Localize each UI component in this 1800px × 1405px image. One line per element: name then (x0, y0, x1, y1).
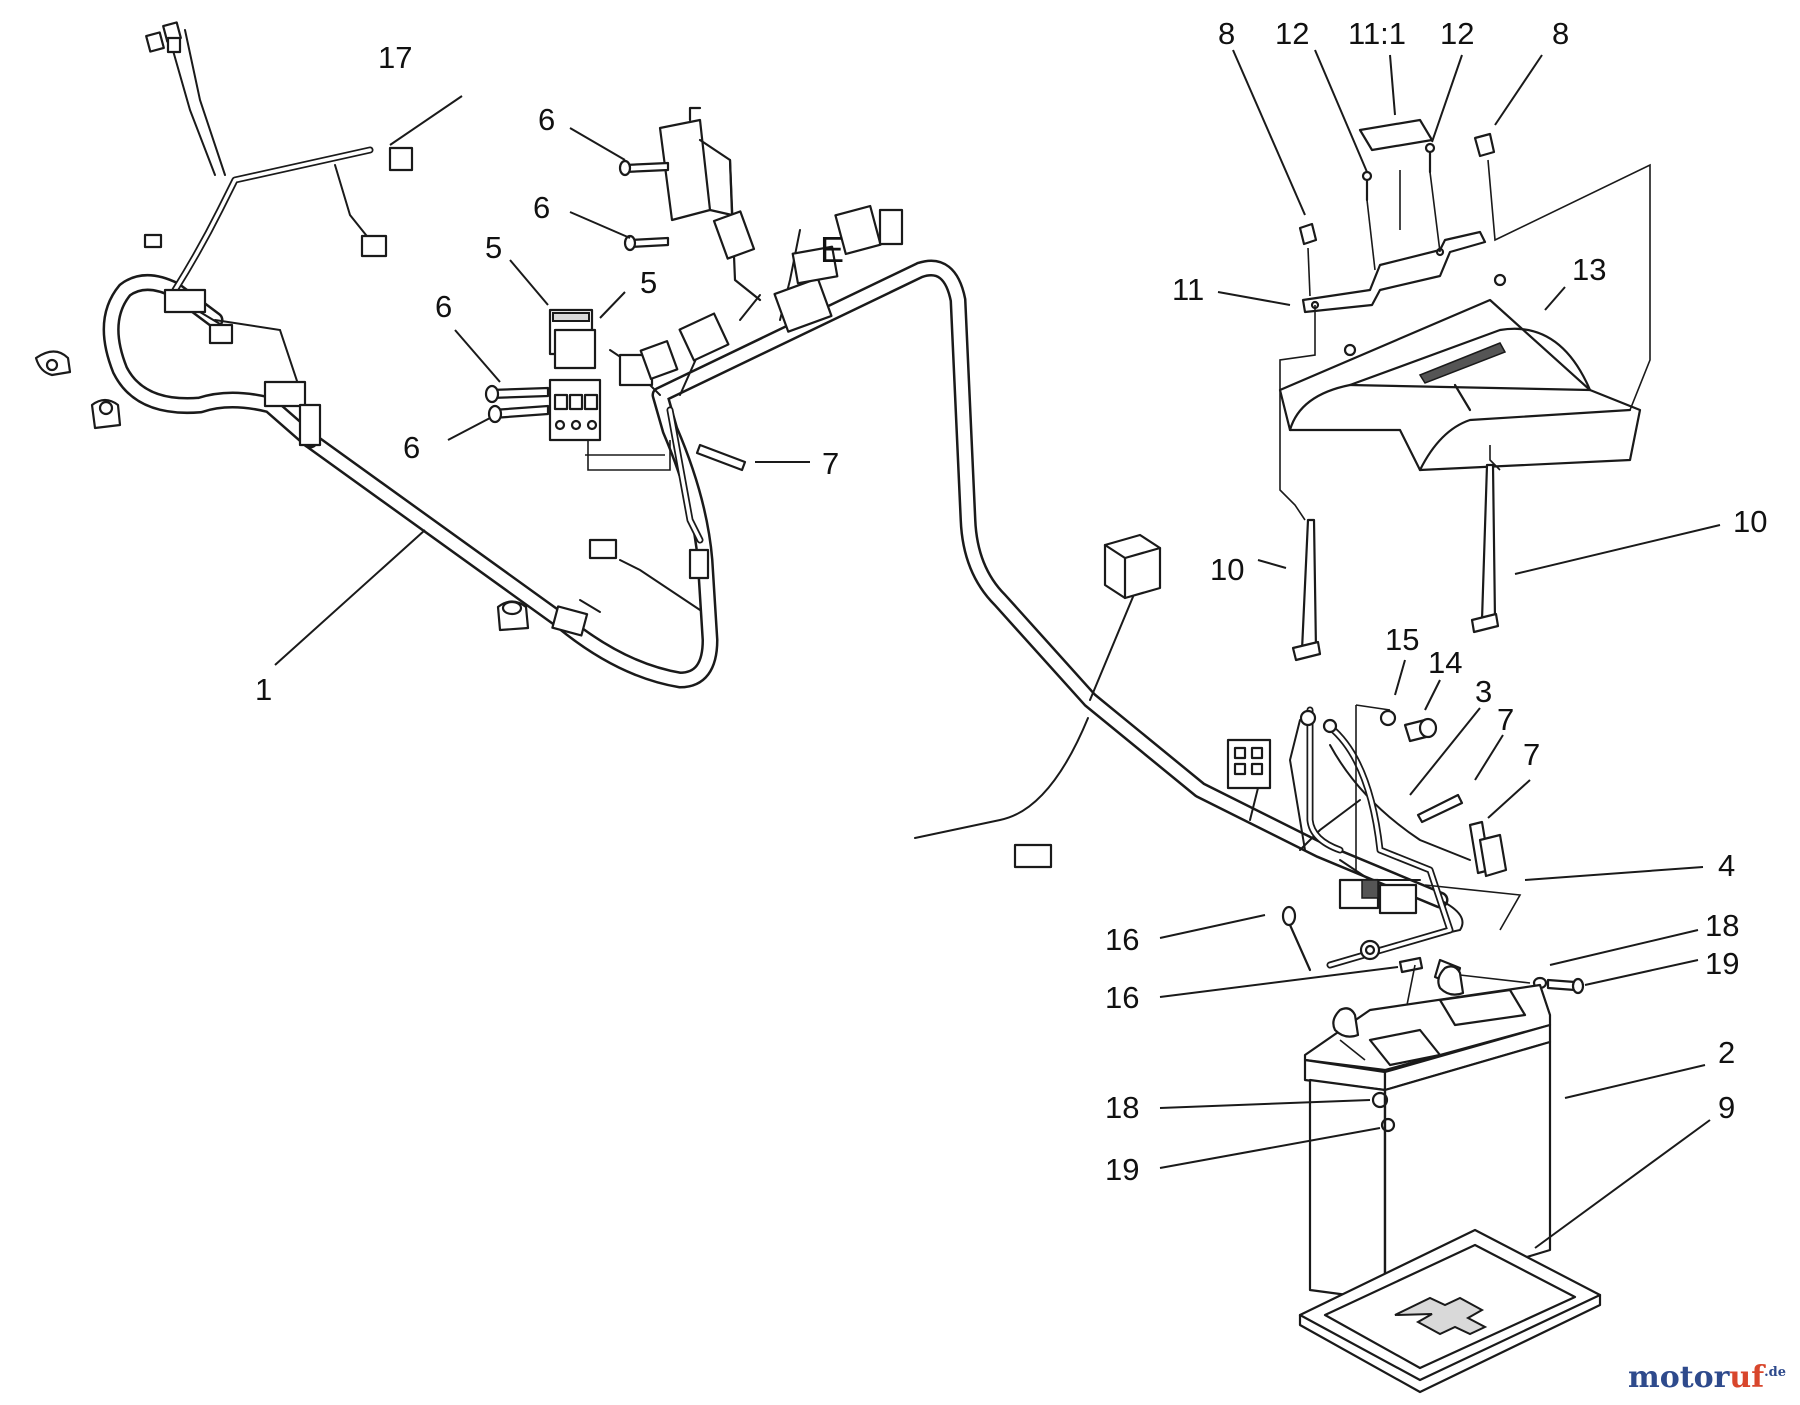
watermark-part2: uf (1729, 1360, 1765, 1395)
callout-8a: 8 (1218, 16, 1235, 51)
callout-10a: 10 (1210, 552, 1244, 587)
callout-7b: 7 (1497, 702, 1514, 737)
battery-cables (1281, 704, 1585, 1051)
callout-5b: 5 (640, 265, 657, 300)
callout-16a: 16 (1105, 922, 1139, 957)
callout-15: 15 (1385, 622, 1419, 657)
callout-6d: 6 (403, 430, 420, 465)
callout-E: E (820, 229, 844, 270)
battery-connectors (1013, 738, 1418, 915)
callout-8b: 8 (1552, 16, 1569, 51)
wire-harness (102, 29, 1471, 951)
watermark-part1: motor (1627, 1360, 1730, 1395)
callout-19a: 19 (1705, 946, 1739, 981)
leader-lines (274, 49, 1721, 1249)
callout-3: 3 (1475, 674, 1492, 709)
callout-12a: 12 (1275, 16, 1309, 51)
callout-5a: 5 (485, 230, 502, 265)
battery (1303, 965, 1552, 1302)
watermark-logo: motoruf.de (1628, 1360, 1786, 1395)
callout-14: 14 (1428, 645, 1462, 680)
callout-11: 11 (1172, 272, 1204, 307)
callout-18a: 18 (1705, 908, 1739, 943)
callout-19b: 19 (1105, 1152, 1139, 1187)
callouts: 1 17 6 6 5 5 6 6 7 E 8 12 11:1 12 8 11 1… (255, 16, 1767, 1187)
battery-tray (1298, 1228, 1602, 1394)
small-module (1103, 533, 1162, 600)
callout-18b: 18 (1105, 1090, 1139, 1125)
left-connectors (34, 21, 710, 637)
hold-down-rods (1291, 463, 1500, 662)
callout-6b: 6 (533, 190, 550, 225)
battery-bracket (1279, 118, 1651, 521)
callout-9: 9 (1718, 1090, 1735, 1125)
watermark-suffix: .de (1764, 1365, 1786, 1380)
callout-16b: 16 (1105, 980, 1139, 1015)
battery-cover (1278, 273, 1642, 472)
callout-11-1: 11:1 (1348, 16, 1406, 51)
callout-1: 1 (255, 672, 272, 707)
callout-6c: 6 (435, 289, 452, 324)
fuse-block (484, 106, 904, 472)
callout-7c: 7 (1523, 737, 1540, 772)
callout-2: 2 (1718, 1035, 1735, 1070)
callout-7a: 7 (822, 446, 839, 481)
callout-12b: 12 (1440, 16, 1474, 51)
callout-6a: 6 (538, 102, 555, 137)
callout-4: 4 (1718, 848, 1735, 883)
callout-10b: 10 (1733, 504, 1767, 539)
callout-13: 13 (1572, 252, 1606, 287)
callout-17: 17 (378, 40, 412, 75)
